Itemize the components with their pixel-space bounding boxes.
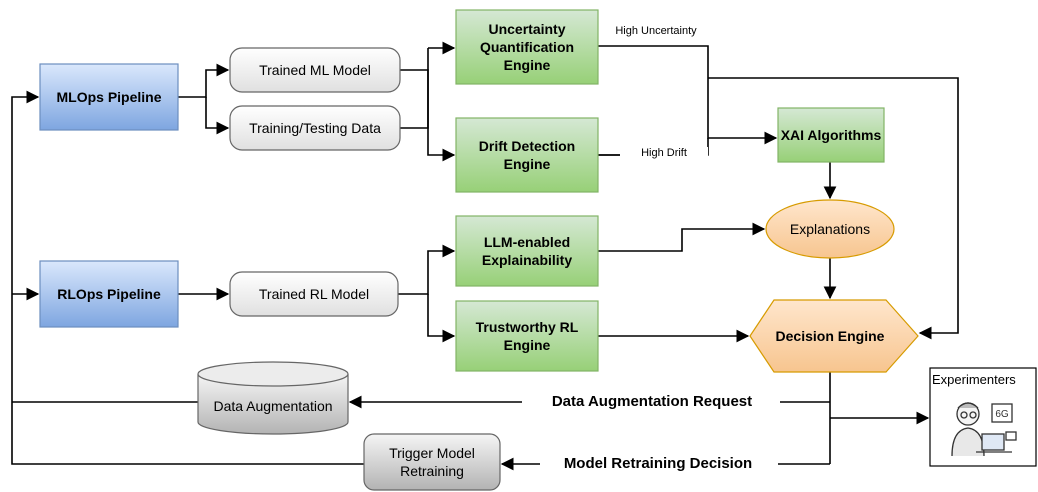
trustworthy-rl-label: Trustworthy RL Engine	[475, 318, 579, 353]
edge-labels: High Uncertainty High Drift Data Augment…	[552, 24, 752, 472]
xai-algorithms-node: XAI Algorithms	[777, 107, 885, 163]
retraining-decision-label: Model Retraining Decision	[564, 455, 752, 472]
edge-rl-split	[398, 244, 456, 295]
llm-explainability-node: LLM-enabled Explainability	[455, 215, 599, 287]
edge-ml-merge	[400, 69, 429, 129]
decision-engine-node: Decision Engine	[749, 299, 919, 373]
uncertainty-engine-node: Uncertainty Quantification Engine	[455, 9, 599, 85]
edge-retrain-loop	[11, 90, 364, 465]
xai-algorithms-label: XAI Algorithms	[780, 126, 882, 143]
data-augmentation-node: Data Augmentation	[197, 361, 349, 435]
edge-uncertainty-out	[598, 45, 778, 145]
edge-llm-explanations	[598, 222, 766, 252]
decision-engine-label: Decision Engine	[775, 327, 885, 344]
mlops-pipeline-node: MLOps Pipeline	[39, 63, 179, 131]
experimenters-label: Experimenters	[932, 371, 1016, 387]
edge-mlops-split	[178, 63, 230, 98]
badge-6g-label: 6G	[995, 409, 1009, 420]
uncertainty-engine-label: Uncertainty Quantification Engine	[479, 20, 575, 74]
rlops-label: RLOps Pipeline	[57, 285, 161, 302]
trigger-retraining-node: Trigger Model Retraining	[363, 433, 501, 491]
trained-ml-model-node: Trained ML Model	[229, 47, 401, 93]
drift-engine-label: Drift Detection Engine	[478, 137, 576, 172]
data-augmentation-label: Data Augmentation	[213, 397, 333, 414]
edge-merge-drift	[427, 48, 456, 162]
edge-uncertainty-decision	[708, 77, 959, 340]
training-data-label: Training/Testing Data	[249, 119, 381, 136]
rlops-pipeline-node: RLOps Pipeline	[39, 260, 179, 328]
high-drift-label: High Drift	[620, 147, 708, 159]
trigger-retraining-label: Trigger Model Retraining	[389, 444, 475, 479]
trained-ml-label: Trained ML Model	[259, 61, 371, 78]
high-uncertainty-label: High Uncertainty	[602, 24, 710, 40]
connectors	[11, 41, 959, 471]
edge-mlops-data	[205, 97, 230, 135]
augmentation-request-label: Data Augmentation Request	[552, 393, 752, 410]
trained-rl-model-node: Trained RL Model	[229, 271, 399, 317]
training-data-node: Training/Testing Data	[229, 105, 401, 151]
edge-rl-trust	[427, 294, 456, 343]
explanations-node: Explanations	[765, 199, 895, 259]
trained-rl-label: Trained RL Model	[258, 285, 370, 302]
experimenters-node: Experimenters 6G	[929, 367, 1037, 467]
trustworthy-rl-node: Trustworthy RL Engine	[455, 300, 599, 372]
mlops-label: MLOps Pipeline	[56, 88, 162, 105]
researcher-icon: 6G	[951, 402, 1017, 457]
explanations-label: Explanations	[789, 220, 871, 237]
drift-engine-node: Drift Detection Engine	[455, 117, 599, 193]
llm-explainability-label: LLM-enabled Explainability	[481, 233, 573, 268]
